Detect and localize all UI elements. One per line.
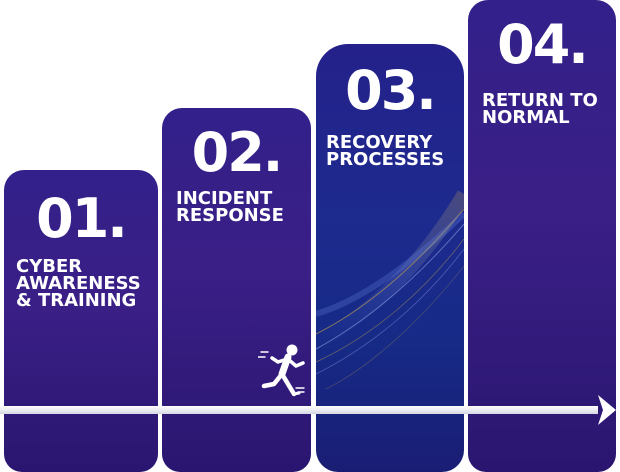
step-2-label-line: INCIDENT (176, 188, 273, 209)
running-person-icon (258, 344, 305, 397)
step-3-label-line: PROCESSES (326, 149, 445, 170)
light-streaks-decoration (316, 190, 464, 390)
step-4-column: 04. RETURN TO NORMAL (468, 0, 616, 472)
step-1-column: 01. CYBER AWARENESS & TRAINING (4, 170, 158, 472)
step-4-label: RETURN TO NORMAL (482, 90, 612, 128)
step-2-number: 02. (191, 121, 284, 184)
step-4-label-line: RETURN TO (482, 90, 598, 111)
step-4-label-line: NORMAL (482, 107, 570, 128)
step-1-label-line: & TRAINING (16, 290, 137, 311)
timeline-arrow (0, 395, 616, 425)
step-4-number: 04. (497, 13, 589, 76)
step-3-column: 03. RECOVERY PROCESSES (316, 44, 464, 472)
step-1-label-line: AWARENESS (16, 273, 141, 294)
step-3-label: RECOVERY PROCESSES (326, 132, 462, 170)
right-arrow-icon (598, 395, 616, 425)
step-3-label-line: RECOVERY (326, 132, 433, 153)
step-3-number: 03. (345, 59, 437, 122)
step-1-label-line: CYBER (16, 256, 83, 277)
step-1-number: 01. (36, 187, 128, 250)
step-1-label: CYBER AWARENESS & TRAINING (16, 256, 156, 311)
step-2-label: INCIDENT RESPONSE (176, 188, 306, 226)
step-2-label-line: RESPONSE (176, 205, 284, 226)
